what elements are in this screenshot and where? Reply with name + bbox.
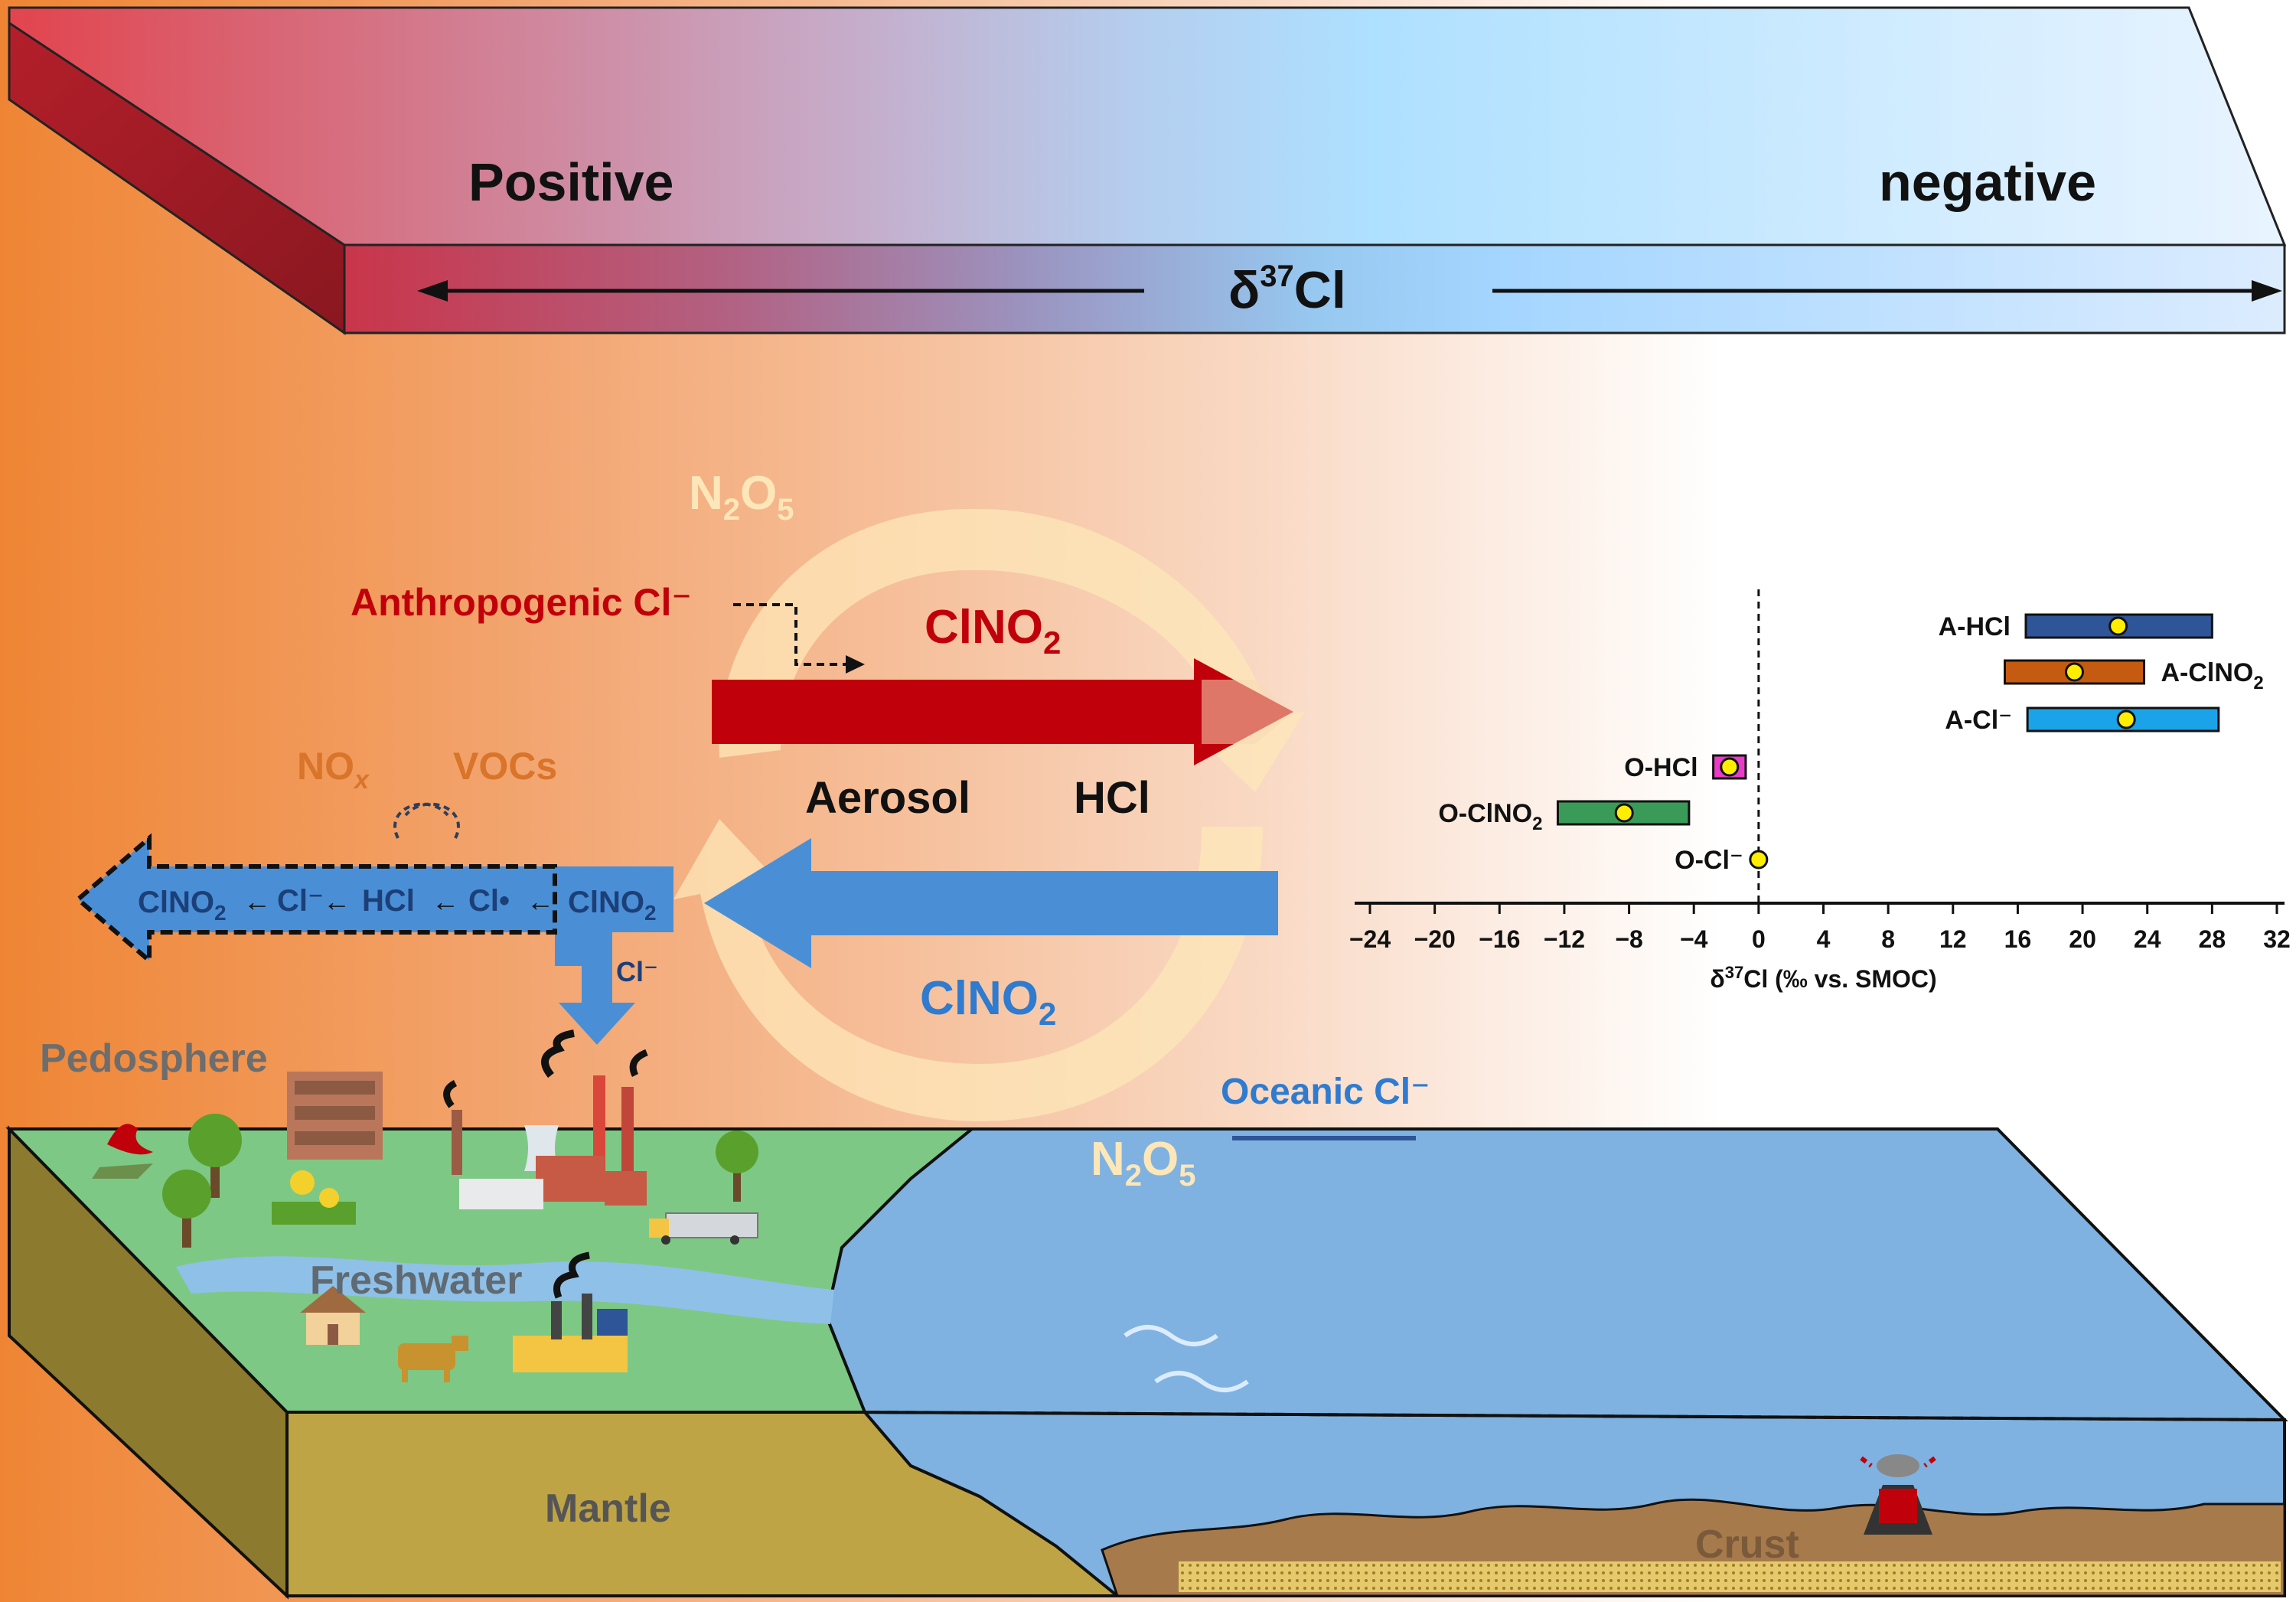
n2o5-cycle-arc-lower <box>673 819 1263 1121</box>
anthropogenic-cl-label: Anthropogenic Cl⁻ <box>351 581 692 624</box>
isotope-range-chart: −24 −20 −16 −12 −8 −4 0 4 8 12 16 20 24 28 32 δ37Cl (‰ … <box>1349 589 2291 993</box>
crust-label: Crust <box>1695 1522 1799 1567</box>
band-arrow-left-head <box>417 280 448 302</box>
clno2-blue-label: ClNO2 <box>920 972 1056 1032</box>
page-white-edge <box>2285 0 2296 1602</box>
x-tick-label: −12 <box>1544 925 1585 953</box>
wave-icon-2 <box>1154 1371 1249 1392</box>
x-tick-label: 24 <box>2134 925 2161 953</box>
freshwater-river <box>176 1256 834 1324</box>
anthropogenic-arrowhead <box>846 655 865 674</box>
oceanic-cl-label: Oceanic Cl⁻ <box>1221 1072 1430 1112</box>
overlay-upper-arc <box>1202 680 1293 744</box>
fire-icon <box>92 1124 153 1179</box>
x-tick-label: 4 <box>1817 925 1831 953</box>
flower-icon <box>272 1170 356 1225</box>
mean-marker <box>2116 710 2136 729</box>
chain-arrow-glyph: ← <box>432 886 459 917</box>
x-tick-label: −4 <box>1680 925 1708 953</box>
n2o5-bottom-label: N2O5 <box>1091 1133 1196 1193</box>
freshwater-label: Freshwater <box>310 1258 522 1303</box>
range-label: O-ClNO2 <box>1438 799 1542 834</box>
x-tick-label: −8 <box>1615 925 1642 953</box>
truck-icon <box>649 1212 758 1245</box>
x-tick-label: −20 <box>1414 925 1456 953</box>
x-tick-label: −24 <box>1349 925 1391 953</box>
chain-clno2-right: ClNO2 <box>568 886 657 925</box>
x-tick-label: 20 <box>2069 925 2096 953</box>
nox-vocs-cycle-arrows <box>393 802 460 839</box>
x-tick-label: −16 <box>1479 925 1520 953</box>
band-arrow-right-head <box>2252 280 2282 302</box>
x-tick-label: 0 <box>1752 925 1766 953</box>
chain-arrow-glyph: ← <box>527 886 554 917</box>
chain-arrow-body <box>78 838 673 966</box>
range-label: A-Cl⁻ <box>1945 706 2012 735</box>
crust-sediment <box>1179 1561 2281 1592</box>
n2o5-cycle <box>673 508 1305 1121</box>
aerosol-label: Aerosol <box>805 773 970 823</box>
wave-icon-1 <box>1124 1325 1218 1346</box>
chain-clno2-left: ClNO2 <box>138 886 227 925</box>
cow-icon <box>398 1336 468 1382</box>
x-tick-label: 12 <box>1939 925 1967 953</box>
mean-marker <box>2064 662 2084 682</box>
clno2-red-label: ClNO2 <box>925 601 1061 661</box>
sea-level-dashed-line <box>868 1411 2285 1421</box>
volcano-icon <box>1860 1454 1936 1535</box>
house-icon <box>300 1286 366 1345</box>
factory-icon <box>513 1251 628 1372</box>
earth-block <box>5 1125 2288 1600</box>
n2o5-cycle-arc-upper <box>719 508 1305 792</box>
mean-marker <box>2108 616 2128 636</box>
chain-cl-radical: Cl• <box>468 884 510 918</box>
range-label: A-HCl <box>1939 612 2011 641</box>
x-axis-label: δ37Cl (‰ vs. SMOC) <box>1710 963 1936 993</box>
deposition-arrow <box>559 932 635 1045</box>
deposition-cl-label: Cl⁻ <box>616 956 658 987</box>
surface-icons <box>92 1029 1936 1535</box>
building-icon <box>287 1072 383 1160</box>
range-label: A-ClNO2 <box>2161 658 2263 693</box>
nox-label: NOx <box>297 745 370 794</box>
tree-icon <box>716 1131 758 1202</box>
tree-icon <box>162 1170 211 1248</box>
anthropogenic-dashed-arrow <box>733 603 850 666</box>
chain-dashed-outline <box>74 833 557 966</box>
x-tick-label: 28 <box>2199 925 2226 953</box>
chain-arrow-glyph: ← <box>323 886 351 917</box>
blue-clno2-arrow <box>704 838 1278 968</box>
mean-marker <box>1614 803 1634 823</box>
chain-arrow-glyph: ← <box>243 886 271 917</box>
tree-icon <box>188 1114 242 1198</box>
factory-complex-icon <box>443 1029 648 1209</box>
reaction-chain-arrow: ClNO2 ← Cl⁻ ← HCl ← Cl• ← ClNO2 Cl⁻ <box>74 833 673 1045</box>
delta37cl-axis-label: δ37Cl <box>1228 259 1346 319</box>
mean-marker <box>1749 850 1769 870</box>
mantle-label: Mantle <box>545 1486 671 1531</box>
hcl-label: HCl <box>1074 773 1150 823</box>
ocean-surface <box>824 1127 2288 1422</box>
chain-cl-ion: Cl⁻ <box>277 884 324 918</box>
vocs-label: VOCs <box>453 745 557 788</box>
x-tick-label: 8 <box>1881 925 1895 953</box>
chain-hcl: HCl <box>362 884 415 918</box>
range-label: O-HCl <box>1624 753 1698 782</box>
x-tick-label: 32 <box>2263 925 2291 953</box>
isotope-gradient-bar: Positive negative δ37Cl <box>8 6 2287 335</box>
band-front-face <box>343 243 2286 334</box>
mean-marker <box>1720 757 1740 777</box>
positive-label: Positive <box>468 152 673 212</box>
n2o5-top-label: N2O5 <box>689 467 794 527</box>
x-tick-label: 16 <box>2004 925 2032 953</box>
range-label: O-Cl⁻ <box>1675 846 1743 875</box>
negative-label: negative <box>1879 152 2096 212</box>
pedosphere-label: Pedosphere <box>40 1036 268 1081</box>
